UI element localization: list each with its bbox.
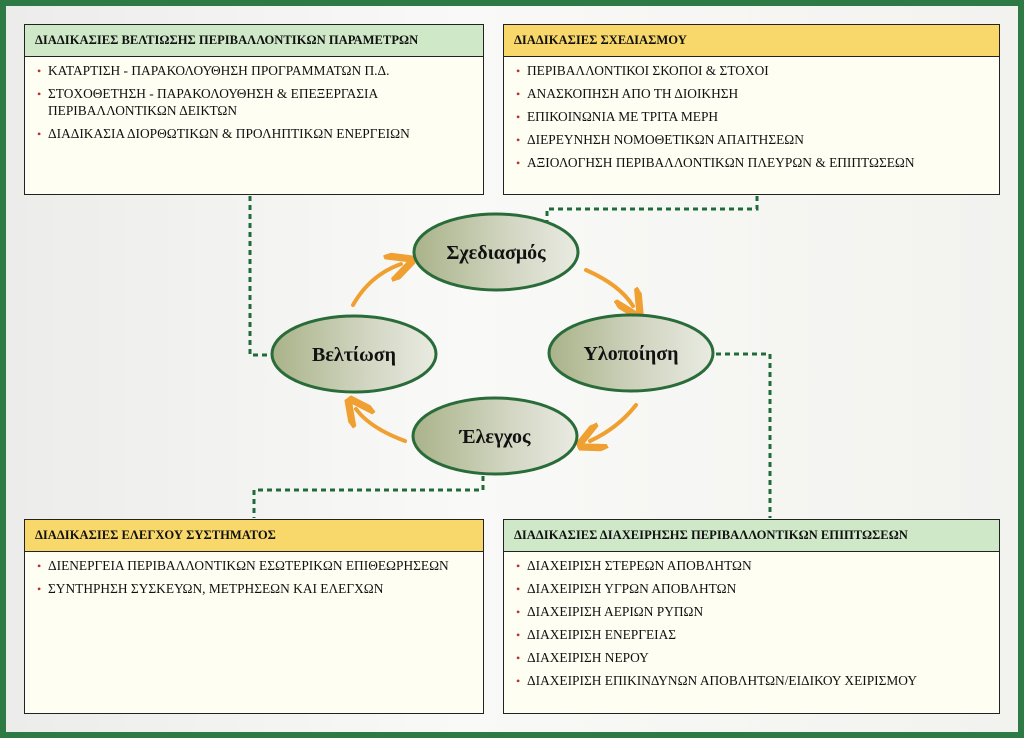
impacts-procedures-list: • ΔΙΑΧΕΙΡΙΣΗ ΣΤΕΡΕΩΝ ΑΠΟΒΛΗΤΩΝ • ΔΙΑΧΕΙΡΙΣΗ… (504, 552, 999, 690)
node-planning-label: Σχεδιασμός (446, 242, 546, 264)
control-procedures-title: ΔΙΑΔΙΚΑΣΙΕΣ ΕΛΕΓΧΟΥ ΣΥΣΤΗΜΑΤΟΣ (25, 520, 483, 552)
connector-impacts-panel (716, 352, 772, 518)
list-item-text: ΔΙΕΡΕΥΝΗΣΗ ΝΟΜΟΘΕΤΙΚΩΝ ΑΠΑΙΤΗΣΕΩΝ (527, 132, 804, 147)
list-item: • ΔΙΑΧΕΙΡΙΣΗ ΥΓΡΩΝ ΑΠΟΒΛΗΤΩΝ (516, 581, 991, 598)
bullet-icon: • (516, 110, 521, 124)
list-item: • ΣΤΟΧΟΘΕΤΗΣΗ - ΠΑΡΑΚΟΛΟΥΘΗΣΗ & ΕΠΕΞΕΡΓΑΣ… (37, 86, 475, 119)
bullet-icon: • (516, 674, 521, 688)
list-item-text: ΣΥΝΤΗΡΗΣΗ ΣΥΣΚΕΥΩΝ, ΜΕΤΡΗΣΕΩΝ ΚΑΙ ΕΛΕΓΧΩ… (48, 581, 384, 596)
arrow-implementation-to-control (590, 403, 638, 441)
list-item: • ΕΠΙΚΟΙΝΩΝΙΑ ΜΕ ΤΡΙΤΑ ΜΕΡΗ (516, 109, 991, 126)
bullet-icon: • (516, 64, 521, 78)
bullet-icon: • (37, 87, 42, 101)
list-item-text: ΔΙΕΝΕΡΓΕΙΑ ΠΕΡΙΒΑΛΛΟΝΤΙΚΩΝ ΕΣΩΤΕΡΙΚΩΝ ΕΠ… (48, 558, 449, 573)
list-item: • ΑΝΑΣΚΟΠΗΣΗ ΑΠΟ ΤΗ ΔΙΟΙΚΗΣΗ (516, 86, 991, 103)
bullet-icon: • (37, 559, 42, 573)
bullet-icon: • (516, 651, 521, 665)
bullet-icon: • (516, 156, 521, 170)
bullet-icon: • (37, 64, 42, 78)
node-control-label: Έλεγχος (459, 426, 531, 448)
arrow-control-to-improvement (356, 409, 407, 443)
list-item: • ΔΙΑΧΕΙΡΙΣΗ ΕΝΕΡΓΕΙΑΣ (516, 627, 991, 644)
node-control: Έλεγχος (411, 396, 579, 476)
list-item: • ΔΙΑΔΙΚΑΣΙΑ ΔΙΟΡΘΩΤΙΚΩΝ & ΠΡΟΛΗΠΤΙΚΩΝ ΕΝ… (37, 126, 475, 143)
control-procedures-list: • ΔΙΕΝΕΡΓΕΙΑ ΠΕΡΙΒΑΛΛΟΝΤΙΚΩΝ ΕΣΩΤΕΡΙΚΩΝ Ε… (25, 552, 483, 598)
list-item: • ΔΙΑΧΕΙΡΙΣΗ ΕΠΙΚΙΝΔΥΝΩΝ ΑΠΟΒΛΗΤΩΝ/ΕΙΔΙΚΟ… (516, 673, 991, 690)
control-procedures-panel: ΔΙΑΔΙΚΑΣΙΕΣ ΕΛΕΓΧΟΥ ΣΥΣΤΗΜΑΤΟΣ • ΔΙΕΝΕΡΓΕ… (24, 519, 484, 714)
list-item: • ΔΙΑΧΕΙΡΙΣΗ ΑΕΡΙΩΝ ΡΥΠΩΝ (516, 604, 991, 621)
bullet-icon: • (516, 605, 521, 619)
list-item: • ΔΙΑΧΕΙΡΙΣΗ ΣΤΕΡΕΩΝ ΑΠΟΒΛΗΤΩΝ (516, 558, 991, 575)
list-item: • ΑΞΙΟΛΟΓΗΣΗ ΠΕΡΙΒΑΛΛΟΝΤΙΚΩΝ ΠΛΕΥΡΩΝ & ΕΠ… (516, 155, 991, 172)
planning-procedures-panel: ΔΙΑΔΙΚΑΣΙΕΣ ΣΧΕΔΙΑΣΜΟΥ • ΠΕΡΙΒΑΛΛΟΝΤΙΚΟΙ … (503, 24, 1000, 195)
list-item-text: ΚΑΤΑΡΤΙΣΗ - ΠΑΡΑΚΟΛΟΥΘΗΣΗ ΠΡΟΓΡΑΜΜΑΤΩΝ Π… (48, 63, 390, 78)
bullet-icon: • (516, 628, 521, 642)
improvement-procedures-title: ΔΙΑΔΙΚΑΣΙΕΣ ΒΕΛΤΙΩΣΗΣ ΠΕΡΙΒΑΛΛΟΝΤΙΚΩΝ ΠΑ… (25, 25, 483, 57)
impacts-procedures-title: ΔΙΑΔΙΚΑΣΙΕΣ ΔΙΑΧΕΙΡΗΣΗΣ ΠΕΡΙΒΑΛΛΟΝΤΙΚΩΝ … (504, 520, 999, 552)
list-item-text: ΔΙΑΧΕΙΡΙΣΗ ΣΤΕΡΕΩΝ ΑΠΟΒΛΗΤΩΝ (527, 558, 752, 573)
list-item: • ΔΙΕΝΕΡΓΕΙΑ ΠΕΡΙΒΑΛΛΟΝΤΙΚΩΝ ΕΣΩΤΕΡΙΚΩΝ Ε… (37, 558, 475, 575)
improvement-procedures-panel: ΔΙΑΔΙΚΑΣΙΕΣ ΒΕΛΤΙΩΣΗΣ ΠΕΡΙΒΑΛΛΟΝΤΙΚΩΝ ΠΑ… (24, 24, 484, 195)
list-item-text: ΔΙΑΧΕΙΡΙΣΗ ΝΕΡΟΥ (527, 650, 649, 665)
node-planning: Σχεδιασμός (412, 212, 580, 292)
list-item-text: ΑΝΑΣΚΟΠΗΣΗ ΑΠΟ ΤΗ ΔΙΟΙΚΗΣΗ (527, 86, 739, 101)
improvement-procedures-list: • ΚΑΤΑΡΤΙΣΗ - ΠΑΡΑΚΟΛΟΥΘΗΣΗ ΠΡΟΓΡΑΜΜΑΤΩΝ … (25, 57, 483, 142)
node-improvement-label: Βελτίωση (312, 344, 396, 366)
arrow-planning-to-implementation (584, 268, 633, 306)
connector-planning-panel (545, 196, 759, 228)
list-item: • ΠΕΡΙΒΑΛΛΟΝΤΙΚΟΙ ΣΚΟΠΟΙ & ΣΤΟΧΟΙ (516, 63, 991, 80)
list-item-text: ΔΙΑΧΕΙΡΙΣΗ ΕΠΙΚΙΝΔΥΝΩΝ ΑΠΟΒΛΗΤΩΝ/ΕΙΔΙΚΟΥ… (527, 673, 917, 688)
list-item-text: ΔΙΑΧΕΙΡΙΣΗ ΑΕΡΙΩΝ ΡΥΠΩΝ (527, 604, 704, 619)
bullet-icon: • (516, 582, 521, 596)
list-item-text: ΕΠΙΚΟΙΝΩΝΙΑ ΜΕ ΤΡΙΤΑ ΜΕΡΗ (527, 109, 719, 124)
list-item-text: ΔΙΑΧΕΙΡΙΣΗ ΥΓΡΩΝ ΑΠΟΒΛΗΤΩΝ (527, 581, 737, 596)
bullet-icon: • (37, 126, 42, 141)
node-improvement: Βελτίωση (270, 314, 438, 394)
bullet-icon: • (516, 559, 521, 573)
connector-control-panel (252, 476, 485, 518)
list-item-text: ΠΕΡΙΒΑΛΛΟΝΤΙΚΟΙ ΣΚΟΠΟΙ & ΣΤΟΧΟΙ (527, 63, 769, 78)
node-implementation-label: Υλοποίηση (583, 343, 678, 365)
node-implementation: Υλοποίηση (547, 313, 715, 393)
list-item: • ΔΙΕΡΕΥΝΗΣΗ ΝΟΜΟΘΕΤΙΚΩΝ ΑΠΑΙΤΗΣΕΩΝ (516, 132, 991, 149)
list-item-text: ΔΙΑΧΕΙΡΙΣΗ ΕΝΕΡΓΕΙΑΣ (527, 627, 677, 642)
list-item-text: ΑΞΙΟΛΟΓΗΣΗ ΠΕΡΙΒΑΛΛΟΝΤΙΚΩΝ ΠΛΕΥΡΩΝ & ΕΠΙ… (527, 155, 915, 170)
list-item-text: ΣΤΟΧΟΘΕΤΗΣΗ - ΠΑΡΑΚΟΛΟΥΘΗΣΗ & ΕΠΕΞΕΡΓΑΣΙ… (48, 86, 378, 118)
list-item: • ΔΙΑΧΕΙΡΙΣΗ ΝΕΡΟΥ (516, 650, 991, 667)
arrow-improvement-to-planning (351, 264, 401, 307)
bullet-icon: • (37, 582, 42, 596)
list-item: • ΚΑΤΑΡΤΙΣΗ - ΠΑΡΑΚΟΛΟΥΘΗΣΗ ΠΡΟΓΡΑΜΜΑΤΩΝ … (37, 63, 475, 80)
planning-procedures-title: ΔΙΑΔΙΚΑΣΙΕΣ ΣΧΕΔΙΑΣΜΟΥ (504, 25, 999, 57)
bullet-icon: • (516, 133, 521, 147)
impacts-procedures-panel: ΔΙΑΔΙΚΑΣΙΕΣ ΔΙΑΧΕΙΡΗΣΗΣ ΠΕΡΙΒΑΛΛΟΝΤΙΚΩΝ … (503, 519, 1000, 714)
list-item-text: ΔΙΑΔΙΚΑΣΙΑ ΔΙΟΡΘΩΤΙΚΩΝ & ΠΡΟΛΗΠΤΙΚΩΝ ΕΝΕ… (48, 125, 410, 141)
bullet-icon: • (516, 87, 521, 101)
list-item: • ΣΥΝΤΗΡΗΣΗ ΣΥΣΚΕΥΩΝ, ΜΕΤΡΗΣΕΩΝ ΚΑΙ ΕΛΕΓΧ… (37, 581, 475, 598)
connector-improvement-panel (248, 196, 272, 357)
planning-procedures-list: • ΠΕΡΙΒΑΛΛΟΝΤΙΚΟΙ ΣΚΟΠΟΙ & ΣΤΟΧΟΙ • ΑΝΑΣΚΟΠ… (504, 57, 999, 172)
